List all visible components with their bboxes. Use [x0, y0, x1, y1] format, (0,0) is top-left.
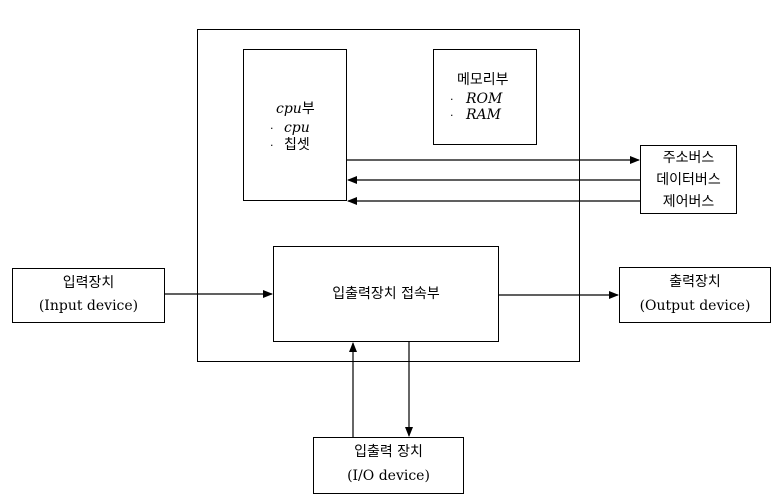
- chipset-item-label: 칩셋: [283, 137, 310, 153]
- ram-label: RAM: [465, 107, 501, 123]
- memory-unit-box: [433, 49, 537, 145]
- memory-unit-title: 메모리부: [457, 72, 509, 88]
- bullet: ·: [270, 122, 274, 135]
- output-device-label-en: (Output device): [639, 298, 751, 314]
- cpu-unit-box: [243, 49, 347, 201]
- bullet: ·: [270, 139, 274, 152]
- memory-item-rom: · ROM: [450, 90, 502, 109]
- cpu-unit-item-chipset: · 칩셋: [270, 136, 310, 155]
- io-device-box: [313, 437, 464, 494]
- input-device-box: [12, 268, 165, 323]
- cpu-unit-title-korean: 부: [301, 101, 315, 117]
- cpu-item-label: cpu: [283, 120, 310, 136]
- control-bus-label: 제어버스: [662, 194, 715, 210]
- bullet: ·: [450, 109, 454, 122]
- output-device-label: 출력장치: [669, 274, 721, 290]
- input-device-label-en: (Input device): [38, 298, 139, 314]
- bullet: ·: [450, 93, 454, 106]
- output-device-box: [619, 267, 771, 323]
- io-device-label: 입출력 장치: [354, 444, 423, 460]
- cpu-unit-title: cpu부: [276, 100, 315, 118]
- address-bus-label: 주소버스: [662, 150, 715, 166]
- io-interface-box: [273, 246, 499, 342]
- data-bus-label: 데이터버스: [656, 172, 721, 188]
- memory-item-ram: · RAM: [450, 106, 501, 125]
- bus-box: [640, 145, 737, 214]
- cpu-unit-title-latin: cpu: [276, 101, 302, 117]
- io-interface-label: 입출력장치 접속부: [332, 286, 440, 302]
- input-device-label: 입력장치: [62, 275, 115, 291]
- rom-label: ROM: [465, 91, 503, 107]
- cpu-unit-item-cpu: · cpu: [270, 119, 310, 138]
- io-device-label-en: (I/O device): [347, 468, 430, 484]
